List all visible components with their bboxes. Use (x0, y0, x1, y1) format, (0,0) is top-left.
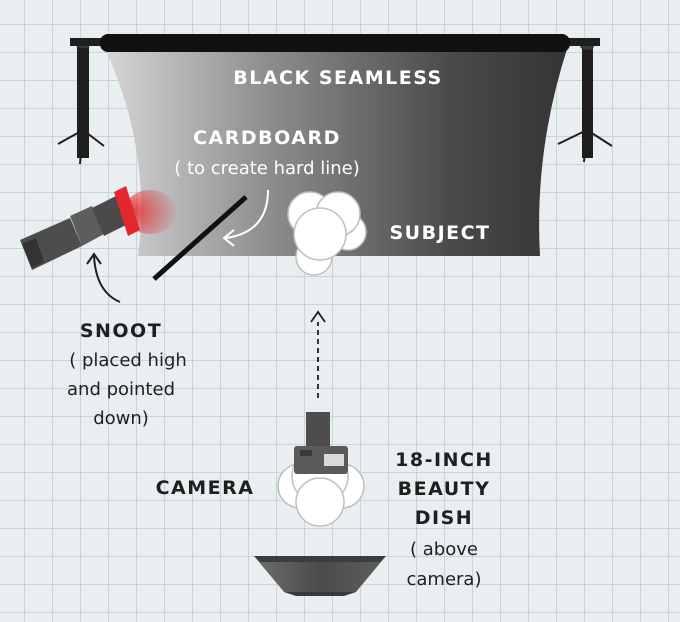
cardboard-title: CARDBOARD (193, 127, 341, 149)
camera-direction-arrow (310, 310, 326, 398)
snoot-note-line-1: ( placed high (69, 350, 187, 371)
dish-note-line-1: ( above (410, 539, 478, 560)
camera-label: CAMERA (156, 477, 255, 499)
snoot-note-line-3: down) (93, 408, 149, 429)
subject-figure (287, 191, 367, 276)
snoot-title: SNOOT (80, 320, 162, 342)
dish-note-line-2: camera) (407, 569, 482, 590)
backdrop-stand-right (557, 42, 613, 163)
dish-title-line-2: BEAUTY (398, 478, 491, 500)
beauty-dish (254, 556, 386, 596)
cardboard-flag (152, 195, 248, 281)
snoot-note-line-2: and pointed (67, 379, 175, 400)
cardboard-note: ( to create hard line) (174, 158, 360, 179)
cardboard-arrow (222, 189, 269, 247)
snoot-light (20, 186, 176, 270)
backdrop-stand-left (57, 40, 105, 165)
backdrop-label: BLACK SEAMLESS (233, 67, 442, 89)
dish-title-line-3: DISH (415, 507, 473, 529)
backdrop-roll (100, 34, 570, 52)
black-seamless-backdrop (104, 46, 568, 256)
dish-title-line-1: 18-INCH (395, 449, 493, 471)
subject-label: SUBJECT (389, 222, 490, 244)
snoot-arrow (86, 252, 121, 303)
camera-operator (277, 412, 365, 527)
